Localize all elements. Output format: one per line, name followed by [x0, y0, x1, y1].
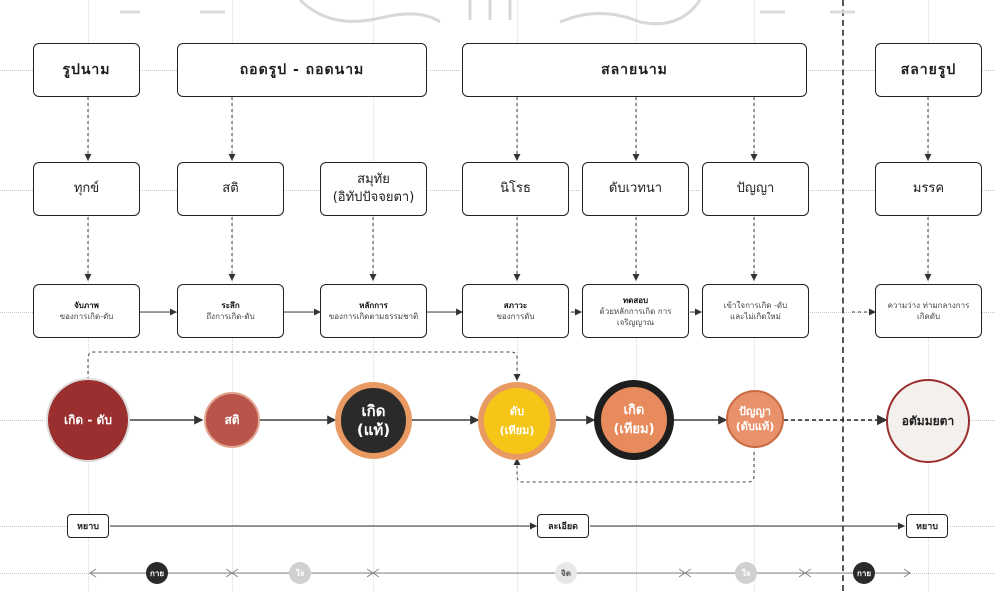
lower-box-4: สภาวะของการดับ [462, 284, 569, 338]
box-sati: สติ [177, 162, 284, 216]
tag-coarse-right: หยาบ [906, 514, 948, 538]
lower-box-7: ความว่าง ท่ามกลางการเกิดดับ [875, 284, 982, 338]
box-panya: ปัญญา [702, 162, 809, 216]
tag-coarse-left: หยาบ [67, 514, 109, 538]
circle-koet-thiam: เกิด(เทียม) [594, 380, 674, 460]
header-salai-nam: สลายนาม [462, 43, 807, 97]
circle-atammayata: อตัมมยตา [886, 379, 970, 463]
circle-sati: สติ [204, 392, 260, 448]
box-dap-wetthana: ดับเวทนา [582, 162, 689, 216]
marker-jai-right: ใจ [735, 562, 757, 584]
lower-box-5: ทดสอบด้วยหลักการเกิด การเจริญญาณ [582, 284, 689, 338]
marker-kai-right: กาย [853, 562, 875, 584]
marker-kai-left: กาย [146, 562, 168, 584]
lower-box-2: ระลึกถึงการเกิด-ดับ [177, 284, 284, 338]
box-samudaya: สมุทัย(อิทัปปัจจยตา) [320, 162, 427, 216]
circle-koet-dap: เกิด - ดับ [48, 380, 128, 460]
header-salai-rup: สลายรูป [875, 43, 982, 97]
watermark-seal [120, 0, 855, 26]
marker-jit: จิต [555, 562, 577, 584]
header-rupanam: รูปนาม [33, 43, 140, 97]
header-thot-rup-thot-nam: ถอดรูป - ถอดนาม [177, 43, 427, 97]
box-nirodha: นิโรธ [462, 162, 569, 216]
circle-koet-thae: เกิด(แท้) [335, 382, 412, 459]
box-dukkha: ทุกข์ [33, 162, 140, 216]
lower-box-6: เข้าใจการเกิด -ดับ และไม่เกิดใหม่ [702, 284, 809, 338]
lower-box-1: จับภาพของการเกิด-ดับ [33, 284, 140, 338]
lower-box-3: หลักการของการเกิดตามธรรมชาติ [320, 284, 427, 338]
tag-fine: ละเอียด [537, 514, 589, 538]
section-divider [842, 0, 844, 591]
marker-jai-left: ใจ [289, 562, 311, 584]
circle-dap-thiam: ดับ(เทียม) [478, 382, 556, 460]
box-magga: มรรค [875, 162, 982, 216]
circle-panya: ปัญญา(ดับแท้) [726, 390, 784, 448]
